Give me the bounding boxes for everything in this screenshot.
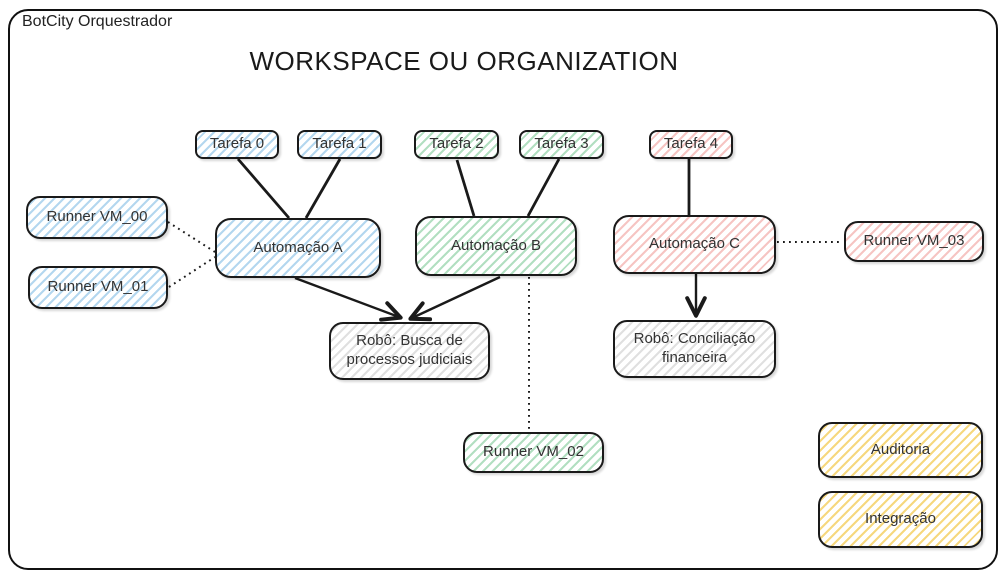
node-tarefa-4: Tarefa 4 — [649, 130, 733, 159]
node-automacao-b: Automação B — [415, 216, 577, 276]
node-tarefa-3: Tarefa 3 — [519, 130, 604, 159]
diagram-title: WORKSPACE OU ORGANIZATION — [249, 46, 679, 76]
node-runner-vm-01: Runner VM_01 — [28, 266, 168, 309]
orchestrator-frame — [8, 9, 998, 570]
node-runner-vm-03: Runner VM_03 — [844, 221, 984, 262]
node-robo-conciliacao: Robô: Conciliação financeira — [613, 320, 776, 378]
node-tarefa-0: Tarefa 0 — [195, 130, 279, 159]
node-automacao-a: Automação A — [215, 218, 381, 278]
node-tarefa-2: Tarefa 2 — [414, 130, 499, 159]
node-auditoria: Auditoria — [818, 422, 983, 478]
node-robo-busca: Robô: Busca de processos judiciais — [329, 322, 490, 380]
orchestrator-label: BotCity Orquestrador — [22, 13, 173, 30]
node-integracao: Integração — [818, 491, 983, 548]
node-tarefa-1: Tarefa 1 — [297, 130, 382, 159]
node-runner-vm-00: Runner VM_00 — [26, 196, 168, 239]
node-automacao-c: Automação C — [613, 215, 776, 274]
node-runner-vm-02: Runner VM_02 — [463, 432, 604, 473]
